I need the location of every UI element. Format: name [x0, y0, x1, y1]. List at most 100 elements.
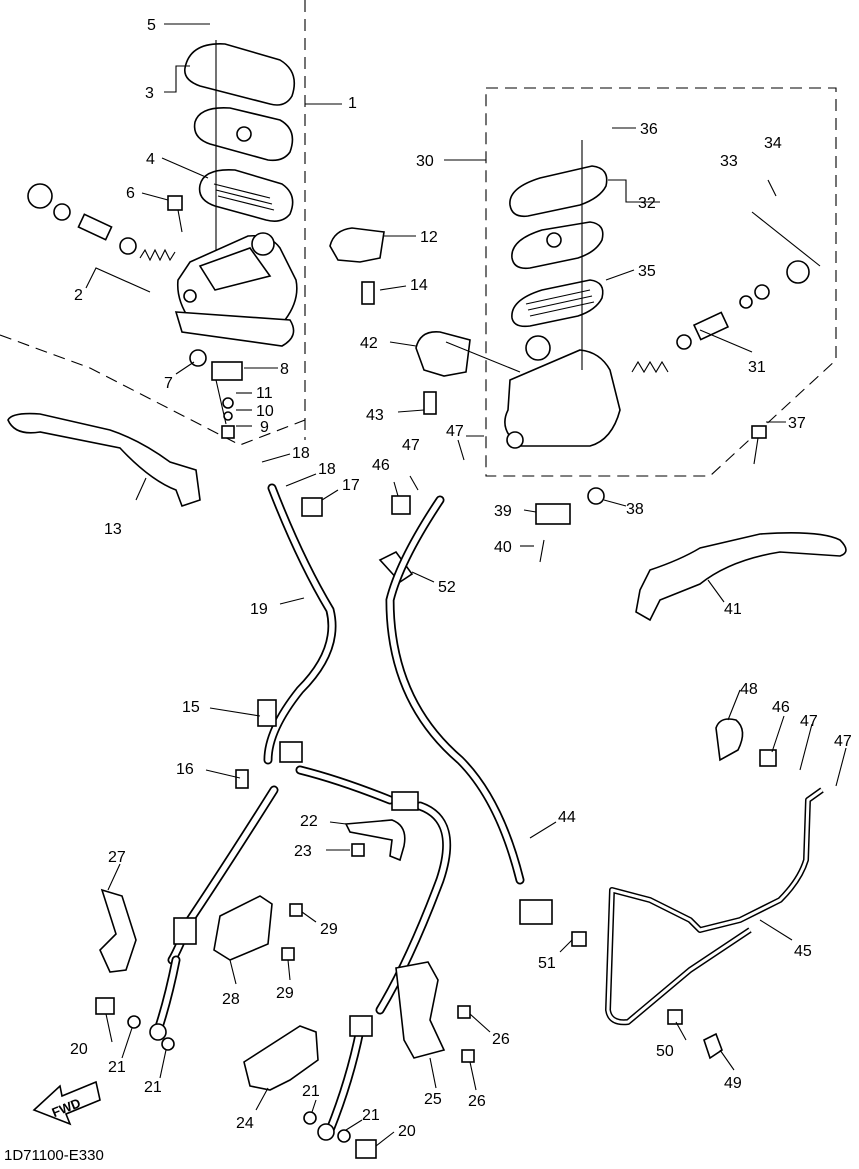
callout-51: 51	[538, 955, 556, 972]
left-brake-light-switch	[189, 349, 243, 381]
left-cap-plate	[193, 106, 294, 162]
union-bolt-46-right	[759, 749, 777, 767]
callout-21a: 21	[108, 1059, 126, 1076]
callout-47a: 47	[402, 437, 420, 454]
union-bolt-46-upper	[391, 495, 411, 515]
right-master-cylinder-assembly-outline	[485, 87, 837, 477]
bracket-28	[213, 895, 273, 961]
right-cap-plate	[511, 221, 604, 270]
screw-14	[361, 281, 375, 305]
right-brake-hose	[385, 495, 553, 925]
callout-48: 48	[740, 681, 758, 698]
small-bolts-26-29-51	[235, 497, 587, 1063]
callout-21b: 21	[144, 1079, 162, 1096]
callout-47c: 47	[800, 713, 818, 730]
bracket-27	[99, 888, 137, 973]
leader-lines	[85, 23, 847, 1147]
callout-4: 4	[146, 151, 155, 168]
brake-pipe-45	[605, 787, 824, 1026]
lever-holder-12	[329, 227, 385, 263]
callout-14: 14	[410, 277, 428, 294]
callout-18b: 18	[318, 461, 336, 478]
callout-21d: 21	[362, 1107, 380, 1124]
callout-12: 12	[420, 229, 438, 246]
callout-40: 40	[494, 539, 512, 556]
screw-43	[423, 391, 437, 415]
callout-1: 1	[348, 95, 357, 112]
bolt-23	[351, 843, 365, 857]
callout-44: 44	[558, 809, 576, 826]
callout-33: 33	[720, 153, 738, 170]
left-bolt-6	[167, 195, 183, 233]
callout-20a: 20	[70, 1041, 88, 1058]
left-reservoir-cap	[183, 43, 296, 106]
callout-8: 8	[280, 361, 289, 378]
callout-46b: 46	[772, 699, 790, 716]
callout-15: 15	[182, 699, 200, 716]
callout-42: 42	[360, 335, 378, 352]
callout-11: 11	[256, 385, 273, 402]
callout-43: 43	[366, 407, 384, 424]
callout-49: 49	[724, 1075, 742, 1092]
callout-10: 10	[256, 403, 274, 420]
callout-32: 32	[638, 195, 656, 212]
screw-40	[539, 539, 545, 563]
callout-13: 13	[104, 521, 122, 538]
callout-22: 22	[300, 813, 318, 830]
right-reservoir-cap	[509, 165, 608, 218]
callout-30: 30	[416, 153, 434, 170]
left-small-fasteners	[221, 397, 235, 439]
callout-27: 27	[108, 849, 126, 866]
bolt-37	[751, 425, 767, 465]
clamp-52	[378, 550, 414, 584]
drawing-code: 1D71100-E330	[4, 1147, 104, 1164]
callout-24: 24	[236, 1115, 254, 1132]
left-piston-kit	[27, 183, 176, 262]
callout-20b: 20	[398, 1123, 416, 1140]
switch-39	[535, 503, 571, 525]
callout-18a: 18	[292, 445, 310, 462]
callout-21c: 21	[302, 1083, 320, 1100]
bracket-22	[344, 819, 406, 862]
callout-labels: 5 3 1 4 6 12 2 14 7 8 11 10 9 18 18 17 1…	[70, 17, 852, 1140]
bolts-20-21	[95, 997, 377, 1159]
callout-41: 41	[724, 601, 742, 618]
callout-3: 3	[145, 85, 154, 102]
right-brake-lever	[635, 532, 847, 622]
fwd-direction-arrow: FWD	[32, 1080, 101, 1126]
left-master-cylinder-body	[174, 232, 298, 347]
left-brake-lever	[7, 412, 201, 508]
left-hose-fittings	[149, 699, 419, 1141]
callout-52: 52	[438, 579, 456, 596]
right-piston-kit	[631, 260, 810, 374]
bracket-24	[243, 1025, 319, 1091]
left-master-cylinder-assembly-outline	[0, 0, 306, 446]
callout-17: 17	[342, 477, 360, 494]
callout-47b: 47	[446, 423, 464, 440]
callout-39: 39	[494, 503, 512, 520]
callout-23: 23	[294, 843, 312, 860]
callout-5: 5	[147, 17, 156, 34]
right-master-cylinder-body	[504, 335, 621, 449]
callout-38: 38	[626, 501, 644, 518]
callout-6: 6	[126, 185, 135, 202]
callout-29b: 29	[276, 985, 294, 1002]
callout-37: 37	[788, 415, 806, 432]
callout-47d: 47	[834, 733, 852, 750]
callout-50: 50	[656, 1043, 674, 1060]
left-diaphragm	[198, 168, 294, 222]
bracket-25	[395, 961, 446, 1059]
callout-35: 35	[638, 263, 656, 280]
bolt-50-and-clip-49	[667, 1009, 723, 1060]
callout-46a: 46	[372, 457, 390, 474]
callout-36: 36	[640, 121, 658, 138]
callout-19: 19	[250, 601, 268, 618]
callout-28: 28	[222, 991, 240, 1008]
pipe-clamp-48	[715, 718, 744, 762]
callout-26a: 26	[492, 1031, 510, 1048]
callout-29a: 29	[320, 921, 338, 938]
nut-38	[587, 487, 605, 505]
callout-2: 2	[74, 287, 83, 304]
callout-45: 45	[794, 943, 812, 960]
